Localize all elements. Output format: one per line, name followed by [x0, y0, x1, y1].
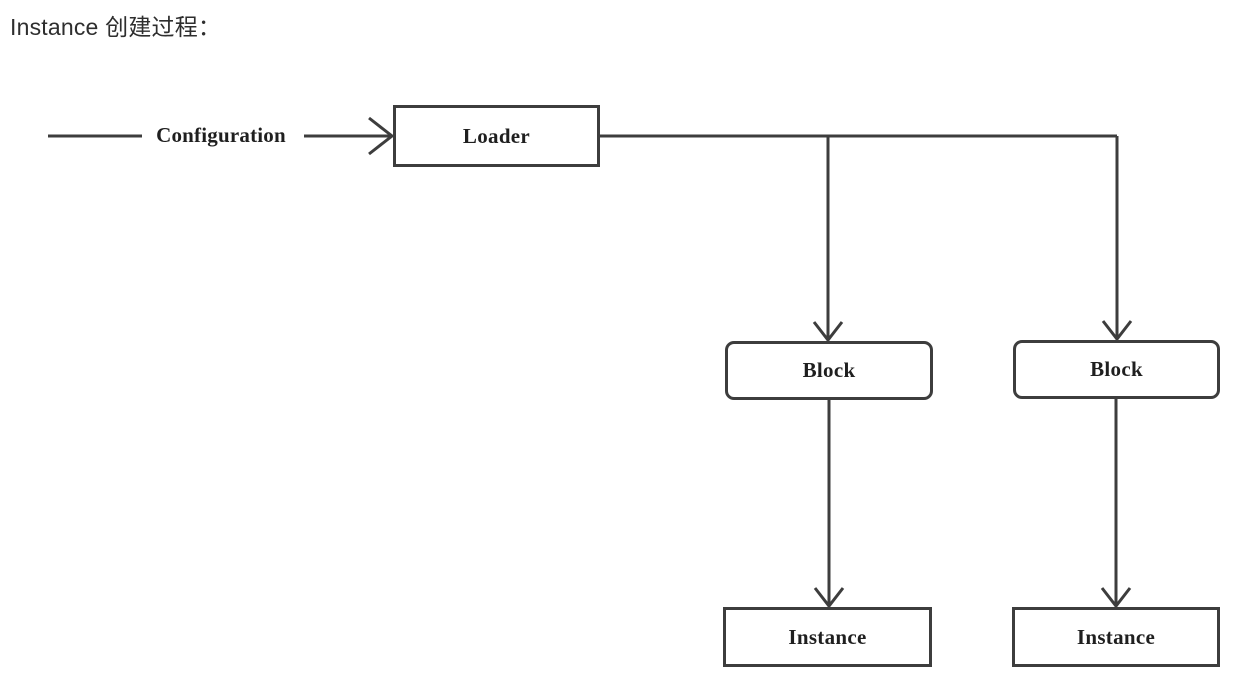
- node-block-left: Block: [725, 341, 933, 400]
- arrowhead-into-block-left-icon: [812, 321, 844, 343]
- node-instance-left: Instance: [723, 607, 932, 667]
- node-block-right: Block: [1013, 340, 1220, 399]
- node-block-right-label: Block: [1090, 357, 1143, 381]
- edge-label-configuration: Configuration: [156, 123, 286, 147]
- arrowhead-into-instance-right-icon: [1100, 587, 1132, 609]
- arrowhead-into-block-right-icon: [1101, 320, 1133, 342]
- node-loader-label: Loader: [462, 123, 531, 148]
- arrowhead-into-instance-left-icon: [813, 587, 845, 609]
- node-instance-right-label: Instance: [1076, 624, 1156, 649]
- node-instance-left-label: Instance: [788, 624, 867, 649]
- arrowhead-into-loader-icon: [368, 116, 395, 156]
- node-instance-right: Instance: [1012, 607, 1220, 667]
- page-title: Instance 创建过程：: [10, 14, 222, 40]
- node-block-left-label: Block: [802, 358, 856, 382]
- node-loader: Loader: [393, 105, 600, 167]
